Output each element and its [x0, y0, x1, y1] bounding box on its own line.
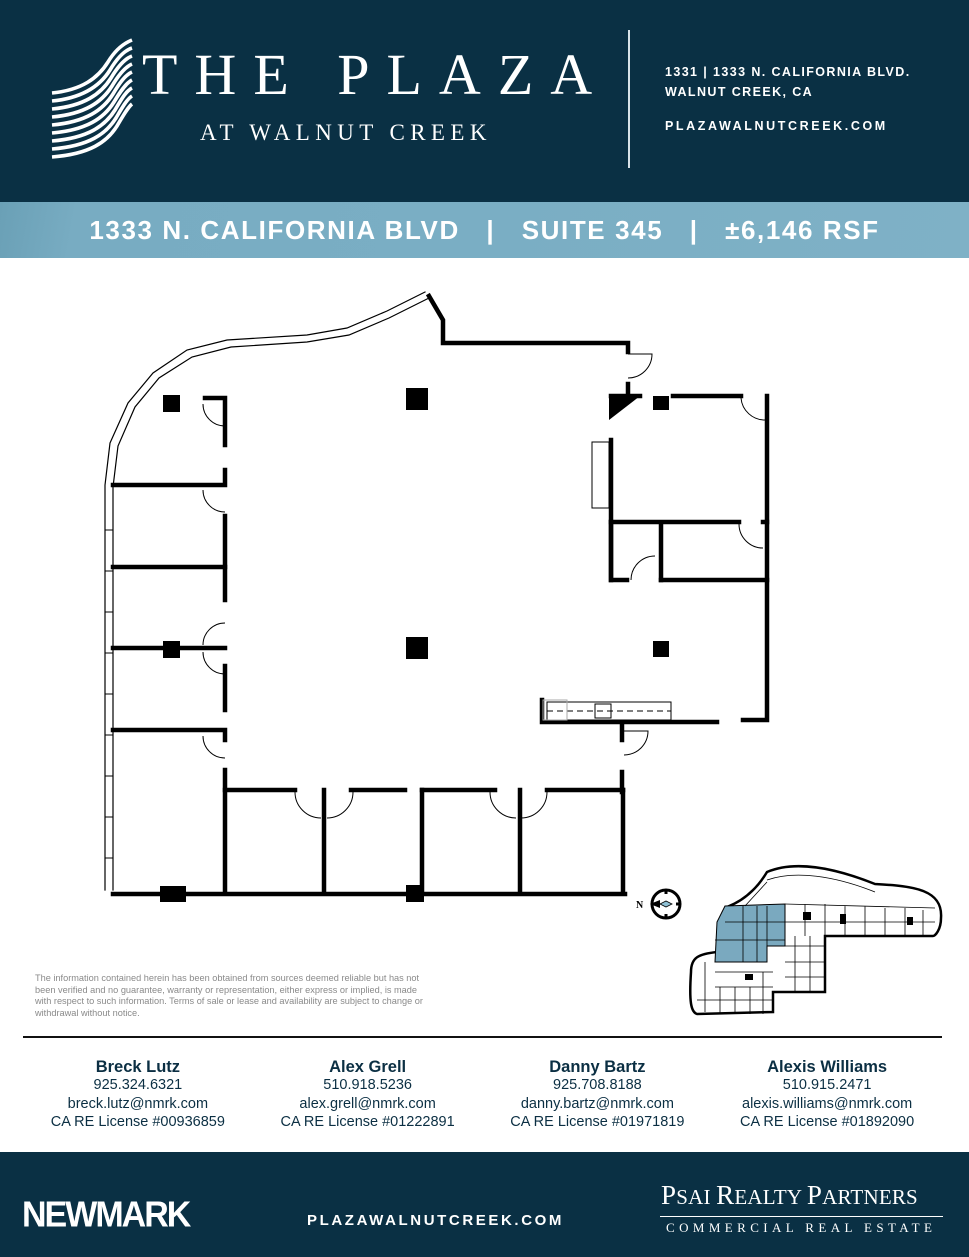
contact-card: Breck Lutz 925.324.6321 breck.lutz@nmrk.… [23, 1058, 253, 1132]
banner-separator: | [468, 214, 513, 245]
contact-card: Danny Bartz 925.708.8188 danny.bartz@nmr… [483, 1058, 713, 1132]
newmark-logo: NEWMARK [22, 1195, 191, 1235]
footer-website-link[interactable]: PLAZAWALNUTCREEK.COM [307, 1212, 564, 1229]
contact-license: CA RE License #00936859 [50, 1114, 225, 1131]
contact-name: Alex Grell [329, 1058, 407, 1076]
header: THE PLAZA AT WALNUT CREEK 1331 | 1333 N.… [0, 0, 969, 202]
contact-phone[interactable]: 925.324.6321 [93, 1077, 183, 1094]
banner-address: 1333 N. CALIFORNIA BLVD [89, 214, 460, 245]
compass-icon: N [636, 888, 682, 920]
contact-phone[interactable]: 510.915.2471 [782, 1077, 872, 1094]
psai-logo-title: PSAI REALTY PARTNERS [661, 1180, 918, 1210]
logo-subtitle: AT WALNUT CREEK [200, 120, 492, 145]
psai-logo-subtitle: COMMERCIAL REAL ESTATE [666, 1220, 937, 1235]
address-line-2: WALNUT CREEK, CA [665, 85, 814, 99]
legal-disclaimer: The information contained herein has bee… [35, 973, 423, 1018]
suite-banner-text: 1333 N. CALIFORNIA BLVD | SUITE 345 | ±6… [89, 215, 879, 246]
banner-separator: | [672, 214, 717, 245]
contact-license: CA RE License #01892090 [740, 1114, 915, 1131]
floor-plan-drawing [104, 291, 770, 902]
psai-logo-rule [660, 1216, 943, 1217]
header-divider [628, 30, 630, 168]
banner-area: ±6,146 RSF [725, 214, 880, 245]
contact-phone[interactable]: 510.918.5236 [323, 1077, 412, 1094]
contacts-divider [23, 1036, 942, 1038]
contact-name: Alexis Williams [767, 1058, 888, 1076]
contact-email[interactable]: breck.lutz@nmrk.com [67, 1095, 209, 1112]
wave-logo-icon [51, 38, 134, 159]
contact-email[interactable]: danny.bartz@nmrk.com [520, 1095, 674, 1112]
contact-name: Danny Bartz [549, 1058, 646, 1076]
contact-license: CA RE License #01971819 [510, 1114, 685, 1131]
suite-banner: 1333 N. CALIFORNIA BLVD | SUITE 345 | ±6… [0, 202, 969, 258]
contact-name: Breck Lutz [95, 1058, 181, 1076]
contact-email[interactable]: alex.grell@nmrk.com [299, 1095, 436, 1112]
contact-phone[interactable]: 925.708.8188 [553, 1077, 642, 1094]
address-line-1: 1331 | 1333 N. CALIFORNIA BLVD. [665, 65, 911, 79]
contact-license: CA RE License #01222891 [280, 1114, 455, 1131]
compass-label: N [636, 900, 644, 911]
contact-card: Alex Grell 510.918.5236 alex.grell@nmrk.… [253, 1058, 483, 1132]
key-plan-map [689, 865, 943, 1016]
contact-card: Alexis Williams 510.915.2471 alexis.will… [712, 1058, 942, 1132]
footer [0, 1152, 969, 1257]
header-website-link[interactable]: PLAZAWALNUTCREEK.COM [665, 119, 888, 133]
contact-email[interactable]: alexis.williams@nmrk.com [742, 1095, 913, 1112]
logo-title: THE PLAZA [142, 42, 610, 107]
broker-contacts: Breck Lutz 925.324.6321 breck.lutz@nmrk.… [23, 1058, 942, 1132]
banner-suite: SUITE 345 [521, 214, 664, 245]
